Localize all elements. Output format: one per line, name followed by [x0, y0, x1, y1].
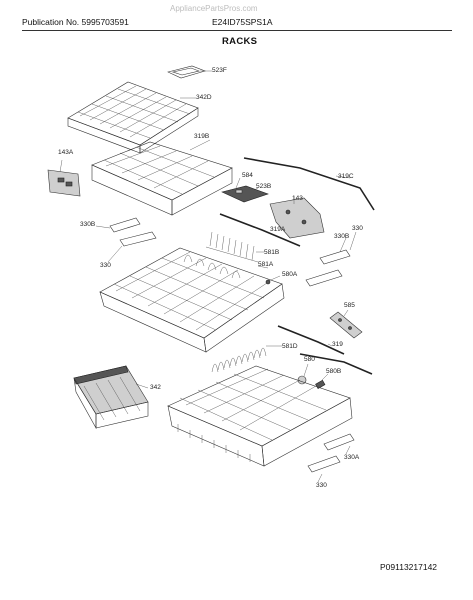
label-143a: 143A [58, 149, 74, 156]
part-319c-rail [243, 157, 375, 211]
section-title: RACKS [222, 36, 258, 47]
part-342d-cutlery-tray [67, 81, 199, 154]
part-330a-330-bottom-pads [307, 433, 355, 483]
label-330-left: 330 [100, 262, 111, 269]
label-584: 584 [242, 172, 253, 179]
header-rule [22, 30, 452, 31]
label-580: 580 [304, 356, 315, 363]
label-523f: 523F [212, 67, 227, 74]
label-319: 319 [332, 341, 343, 348]
part-523f-clip [167, 65, 212, 79]
label-319c: 319C [338, 173, 354, 180]
label-330a: 330A [344, 454, 360, 461]
diagram-id: P09113217142 [380, 562, 438, 572]
part-581d-tine-row [211, 345, 282, 373]
label-580a: 580A [282, 271, 298, 278]
label-319b: 319B [194, 133, 210, 140]
part-584-523b [221, 177, 269, 203]
part-lower-basket [167, 365, 353, 467]
label-330b-left: 330B [80, 221, 96, 228]
label-319a: 319A [270, 226, 286, 233]
part-319a-rail [219, 213, 301, 247]
part-342-silverware-basket [73, 365, 149, 430]
label-580b: 580B [326, 368, 342, 375]
part-319-lower-rail [277, 325, 373, 375]
model-number: E24ID75SPS1A [212, 17, 273, 27]
label-342d: 342D [196, 94, 212, 101]
part-581b-tine-row [205, 231, 264, 263]
publication-number: Publication No. 5995703591 [22, 17, 129, 27]
label-330b-right: 330B [334, 233, 350, 240]
label-342: 342 [150, 384, 161, 391]
part-330b-330-left-pads [95, 217, 157, 263]
label-523b: 523B [256, 183, 272, 190]
label-330-bottom: 330 [316, 482, 327, 489]
label-585: 585 [344, 302, 355, 309]
label-581b: 581B [264, 249, 280, 256]
label-581a: 581A [258, 261, 274, 268]
part-585 [329, 309, 363, 339]
part-143-bracket [269, 196, 325, 239]
part-143a-bracket [47, 159, 81, 197]
label-143: 143 [292, 195, 303, 202]
part-330b-330-right-pads [305, 231, 357, 287]
watermark: AppliancePartsPros.com [170, 4, 258, 13]
label-330-right: 330 [352, 225, 363, 232]
label-581d: 581D [282, 343, 298, 350]
part-580-580b [297, 363, 329, 390]
part-upper-basket [99, 247, 285, 353]
part-319b-upper-rack-frame [91, 139, 233, 216]
